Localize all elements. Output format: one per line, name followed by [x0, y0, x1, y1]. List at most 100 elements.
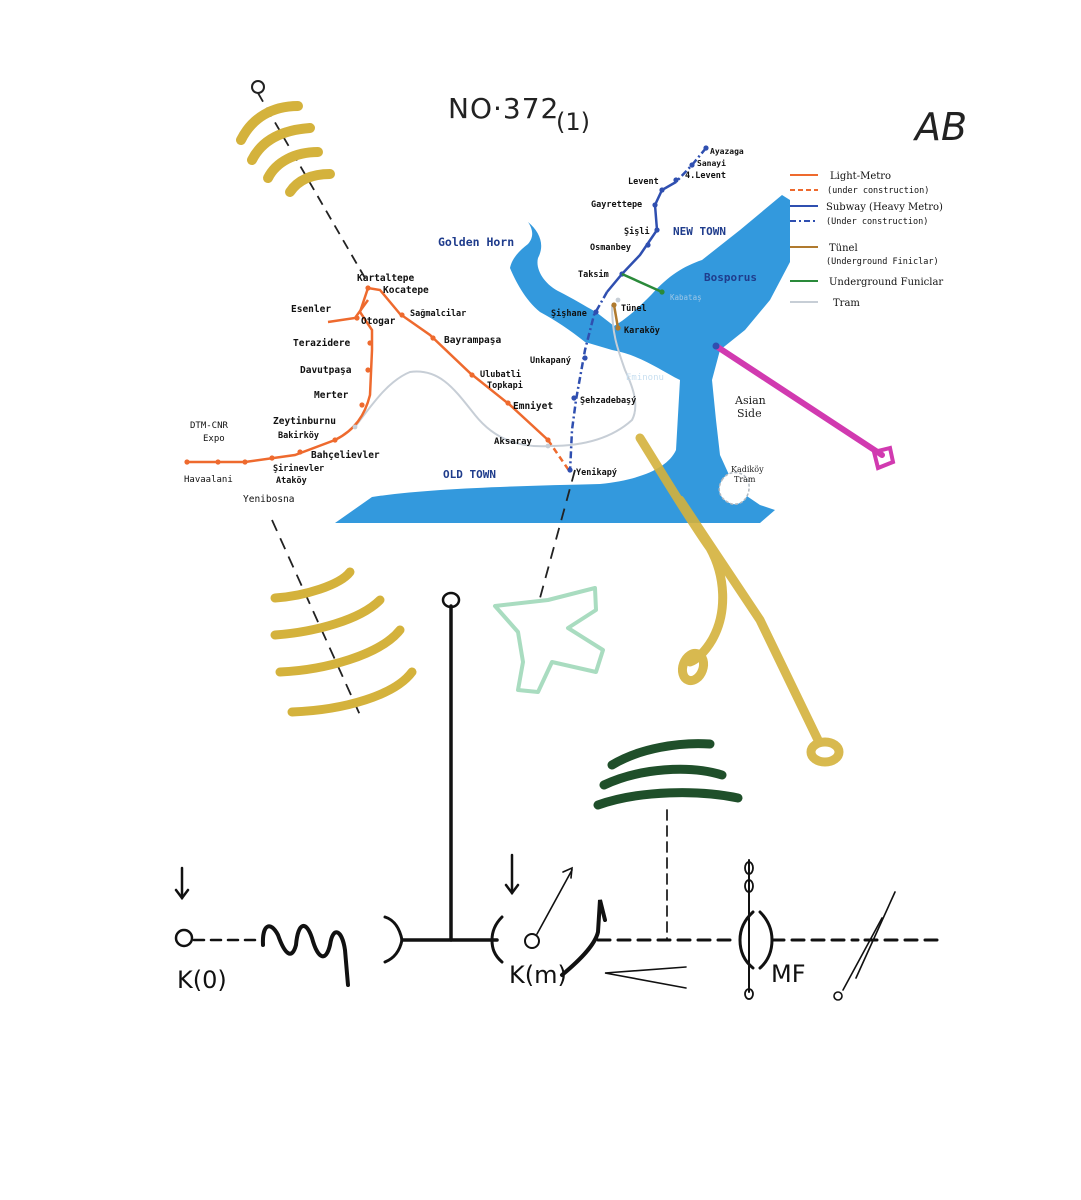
station-label: Unkapaný [530, 356, 571, 366]
magenta-stroke [712, 342, 896, 471]
mint-outline-shape [493, 586, 605, 694]
mustard-arc [287, 667, 417, 717]
km-node [524, 933, 540, 949]
new-town-label: NEW TOWN [673, 225, 726, 238]
station-label: Zeytinburnu [273, 416, 336, 427]
station-label: Ayazaga [710, 147, 744, 156]
station-label: Sanayi [697, 158, 726, 168]
station-label: Osmanbey [590, 243, 631, 253]
station-label: Topkapi [487, 380, 523, 391]
station-label: Havaalani [184, 475, 233, 485]
right-bracket [490, 915, 504, 964]
mf-node [744, 988, 754, 1000]
arrow-down-icon [504, 883, 520, 896]
funicular-station [659, 289, 665, 295]
station-label: Aksaray [494, 437, 533, 447]
station-label: Expo [203, 434, 225, 444]
kadikoy-tram-loop [718, 471, 750, 505]
notation-labels: K(0) K(m) MF [177, 960, 806, 994]
side-labels: Asian Side Kadiköy Tram [731, 394, 766, 484]
notation-row [174, 591, 944, 1001]
station-label: Şişhane [551, 308, 587, 319]
mustard-loop-end [677, 648, 709, 686]
antenna-node [251, 80, 265, 94]
tunel-station-top [611, 302, 617, 308]
tram-stop [352, 424, 358, 430]
station-label: Kabataş [670, 293, 702, 302]
station-label: DTM-CNR [190, 421, 229, 431]
station-label: Şişli [624, 226, 650, 237]
arrow-down-icon [174, 888, 190, 901]
km-arrow [536, 869, 573, 935]
title-group: NO·372 (1) AB [448, 92, 967, 149]
legend-labels: Light-Metro (under construction) Subway … [826, 171, 943, 309]
antenna-dashed-line [257, 92, 366, 279]
green-antenna [593, 739, 743, 941]
station-label: Gayrettepe [591, 200, 642, 210]
bosporus-label: Bosporus [704, 271, 757, 284]
mustard-long-line [675, 495, 823, 745]
station-label: Emniyet [513, 401, 553, 412]
switch-stroke [560, 899, 607, 977]
mf-node [744, 879, 754, 893]
station-label: Kocatepe [383, 285, 429, 296]
station-label: Davutpaşa [300, 365, 352, 376]
work-number: NO·372 [448, 92, 559, 125]
tram-stop [615, 297, 621, 303]
station-label: Tünel [621, 304, 647, 314]
k0-label: K(0) [177, 966, 227, 994]
kadikoy-label: Tram [734, 475, 756, 484]
mustard-arc [270, 595, 385, 640]
upper-antenna [236, 80, 366, 279]
station-label: 4.Levent [685, 171, 726, 181]
station-label: Yenikapý [576, 467, 617, 478]
slash-line [842, 917, 883, 991]
km-arrow-head [562, 866, 573, 879]
mustard-arc [275, 625, 405, 677]
station-label: Otogar [361, 316, 396, 327]
tunel-line [612, 304, 620, 329]
map-legend: Light-Metro (under construction) Subway … [790, 171, 943, 309]
water-shapes [335, 195, 790, 523]
green-arc [599, 764, 727, 790]
station-label: Kartaltepe [357, 273, 414, 284]
lower-left-antenna [270, 519, 417, 717]
magenta-end [871, 445, 896, 471]
station-label: Ataköy [276, 476, 307, 486]
mf-label: MF [771, 960, 806, 988]
station-label: Karaköy [624, 326, 660, 336]
legend-label: Underground Funiclar [829, 277, 943, 288]
k0-node [174, 928, 194, 948]
legend-label: (Underground Finiclar) [826, 257, 939, 267]
slash-line [855, 891, 896, 979]
asian-side-label: Side [737, 407, 762, 420]
station-label: Şehzadebaşý [580, 396, 636, 406]
spring-coil [260, 924, 350, 987]
green-arc [593, 788, 743, 810]
work-number-sub: (1) [556, 108, 590, 136]
station-label: Levent [628, 177, 659, 187]
wedge-mark [604, 966, 687, 989]
mast-top-node [441, 591, 461, 609]
legend-label: Light-Metro [830, 171, 891, 182]
station-label: Taksim [578, 269, 609, 280]
station-label: Bahçelievler [311, 450, 380, 461]
mf-node [744, 861, 754, 875]
legend-label: (under construction) [827, 186, 929, 196]
golden-horn-and-bosporus [335, 195, 790, 523]
light-metro-stations [184, 285, 551, 465]
mint-dashed-line [539, 469, 576, 599]
magenta-origin-dot [712, 342, 720, 350]
tram-stop [545, 443, 551, 449]
station-label: Sağmalcilar [410, 308, 466, 319]
mustard-arc [263, 147, 323, 183]
mustard-arc [285, 169, 335, 197]
region-labels: Golden Horn NEW TOWN OLD TOWN Bosporus [438, 225, 757, 481]
mustard-arc [247, 123, 315, 165]
magenta-line [713, 343, 885, 458]
left-bracket [383, 915, 404, 964]
artist-initials: AB [912, 105, 967, 149]
station-label: Yenibosna [243, 494, 294, 505]
station-label: Bayrampaşa [444, 335, 501, 346]
